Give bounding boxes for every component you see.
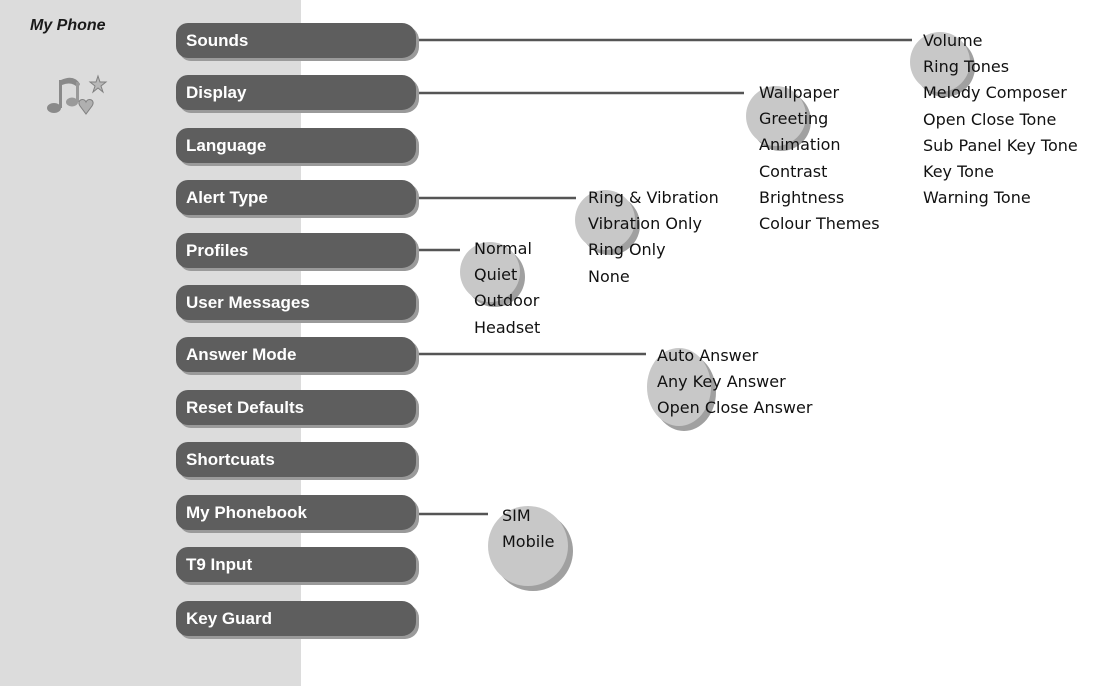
menu-item-alert-type[interactable]: Alert Type (176, 180, 416, 215)
submenu-bubble-display (746, 86, 806, 146)
submenu-item-mobile: Mobile (502, 532, 555, 552)
submenu-bubble-sounds (910, 32, 970, 92)
menu-item-t9-input[interactable]: T9 Input (176, 547, 416, 582)
submenu-item-animation: Animation (759, 135, 841, 155)
submenu-item-outdoor: Outdoor (474, 291, 540, 311)
menu-item-sounds[interactable]: Sounds (176, 23, 416, 58)
submenu-item-ring-only: Ring Only (588, 240, 666, 260)
submenu-bubble-answer-mode (647, 348, 711, 426)
submenu-item-open-close-tone: Open Close Tone (923, 109, 1057, 129)
submenu-item-normal: Normal (474, 239, 532, 258)
submenu-item-open-close-answer: Open Close Answer (657, 398, 813, 418)
submenu-item-warning-tone: Warning Tone (923, 188, 1031, 208)
submenu-item-sub-panel-key-tone: Sub Panel Key Tone (923, 135, 1078, 155)
submenu-item-melody-composer: Melody Composer (923, 83, 1067, 103)
submenu-item-vibration-only: Vibration Only (588, 214, 702, 234)
submenu-item-sim: SIM (502, 506, 531, 525)
menu-item-answer-mode[interactable]: Answer Mode (176, 337, 416, 372)
submenu-item-any-key-answer: Any Key Answer (657, 372, 786, 392)
submenu-item-none: None (588, 266, 630, 286)
submenu-profiles: Normal Quiet Outdoor Headset (474, 236, 540, 341)
menu-item-shortcuts[interactable]: Shortcuats (176, 442, 416, 477)
submenu-bubble-alert-type (575, 190, 635, 250)
submenu-item-auto-answer: Auto Answer (657, 346, 759, 365)
submenu-item-key-tone: Key Tone (923, 162, 994, 182)
menu-item-display[interactable]: Display (176, 75, 416, 110)
submenu-alert-type: Ring & Vibration Vibration Only Ring Onl… (588, 185, 719, 290)
page-title: My Phone (30, 17, 106, 34)
submenu-display: Wallpaper Greeting Animation Contrast Br… (759, 80, 880, 237)
menu-item-profiles[interactable]: Profiles (176, 233, 416, 268)
submenu-item-colour-themes: Colour Themes (759, 214, 880, 234)
submenu-item-contrast: Contrast (759, 161, 828, 181)
submenu-item-volume: Volume (923, 31, 983, 50)
submenu-bubble-my-phonebook (488, 506, 568, 586)
submenu-my-phonebook: SIM Mobile (502, 503, 554, 555)
menu-item-my-phonebook[interactable]: My Phonebook (176, 495, 416, 530)
submenu-answer-mode: Auto Answer Any Key Answer Open Close An… (657, 343, 812, 422)
submenu-item-brightness: Brightness (759, 187, 845, 207)
submenu-item-headset: Headset (474, 317, 541, 337)
menu-item-reset-defaults[interactable]: Reset Defaults (176, 390, 416, 425)
submenu-item-quiet: Quiet (474, 265, 518, 285)
submenu-sounds: Volume Ring Tones Melody Composer Open C… (923, 28, 1078, 211)
submenu-item-wallpaper: Wallpaper (759, 83, 840, 102)
submenu-item-ring-tones: Ring Tones (923, 57, 1010, 77)
submenu-item-greeting: Greeting (759, 109, 829, 129)
submenu-item-ring-vibration: Ring & Vibration (588, 188, 719, 207)
menu-item-language[interactable]: Language (176, 128, 416, 163)
music-notes-heart-star-icon (47, 74, 108, 115)
submenu-bubble-profiles (460, 242, 520, 302)
menu-item-key-guard[interactable]: Key Guard (176, 601, 416, 636)
menu-item-user-messages[interactable]: User Messages (176, 285, 416, 320)
